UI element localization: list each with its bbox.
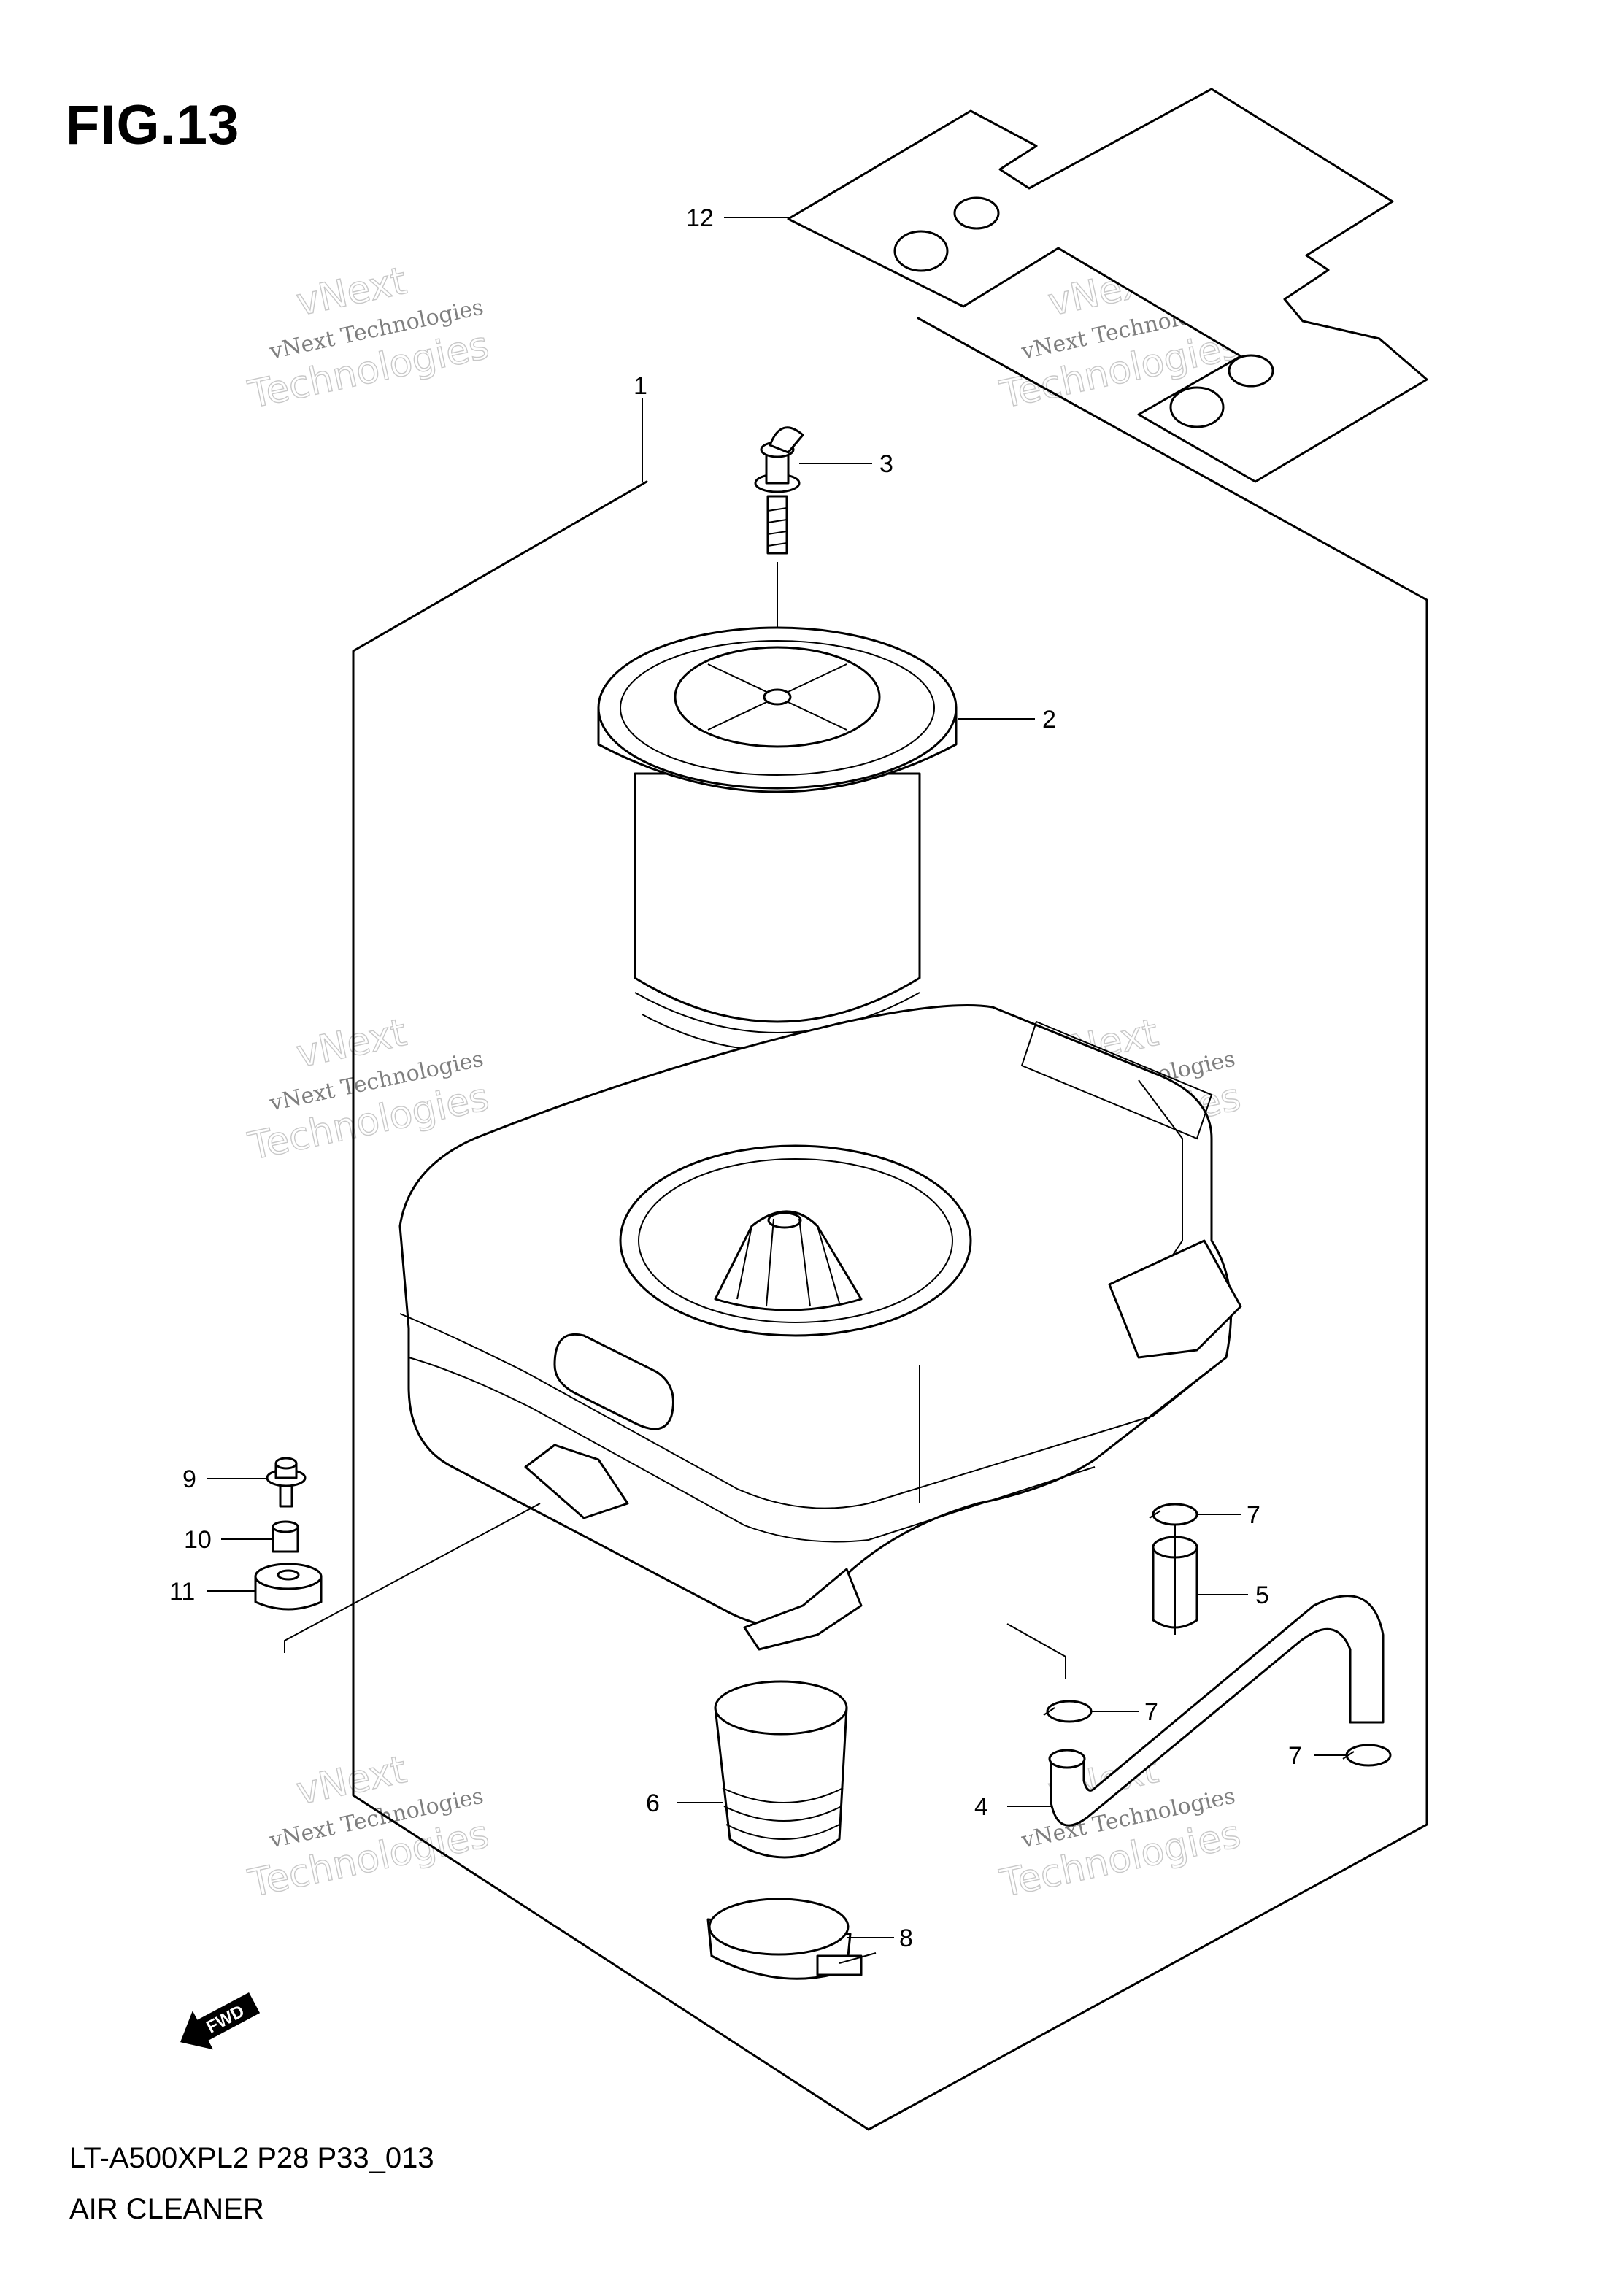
seal-hole [1228, 354, 1274, 388]
callout-12: 12 [686, 204, 714, 232]
part-3-wing-bolt [754, 426, 804, 555]
case-guide-line [1006, 1623, 1066, 1679]
callout-4: 4 [974, 1793, 988, 1821]
callout-2: 2 [1042, 706, 1056, 733]
callout-10: 10 [184, 1526, 212, 1554]
part-7-clip [1043, 1700, 1093, 1723]
part-10-collar [272, 1520, 299, 1553]
callout-3: 3 [879, 450, 893, 478]
part-2-air-filter-element [597, 626, 958, 1052]
watermark-group-bottom-left: vNext vNext Technologies Technologies [244, 1747, 493, 1906]
seal-hole [1169, 386, 1225, 428]
watermark-group-mid-left: vNext vNext Technologies Technologies [244, 1010, 493, 1169]
part-9-bolt [266, 1457, 307, 1508]
air-cleaner-case [398, 1004, 1242, 1651]
fwd-direction-arrow: FWD [180, 1992, 261, 2050]
seal-hole [893, 230, 949, 272]
callout-8: 8 [899, 1925, 913, 1952]
watermark-group-bottom-right: vNext vNext Technologies Technologies [996, 1747, 1245, 1906]
callout-7c: 7 [1288, 1742, 1302, 1770]
diagram-name: AIR CLEANER [69, 2193, 264, 2225]
part-4-breather-hose [1050, 1595, 1385, 1827]
part-11-grommet [254, 1563, 323, 1611]
diagram-code: LT-A500XPL2 P28 P33_013 [69, 2142, 434, 2174]
callout-1: 1 [634, 372, 647, 400]
breather-hose-end [1048, 1749, 1086, 1769]
grommet-guide-line [284, 1503, 541, 1653]
seal-hole [953, 196, 1000, 230]
assembly-boundary-outline [352, 317, 1428, 2131]
callout-9: 9 [182, 1465, 196, 1493]
part-7-clip [1149, 1503, 1198, 1526]
part-5-drain-plug [1152, 1536, 1198, 1629]
watermark-group-top-left: vNext vNext Technologies Technologies [244, 258, 493, 417]
part-6-intake-joint [714, 1680, 848, 1859]
part-7-clip [1342, 1744, 1392, 1767]
figure-title: FIG.13 [66, 94, 240, 156]
callout-7b: 7 [1144, 1698, 1158, 1726]
callout-11: 11 [169, 1578, 195, 1606]
callout-7a: 7 [1247, 1501, 1260, 1529]
callout-6: 6 [646, 1790, 660, 1817]
part-8-hose-clamp [706, 1898, 877, 1980]
callout-5: 5 [1255, 1582, 1269, 1609]
